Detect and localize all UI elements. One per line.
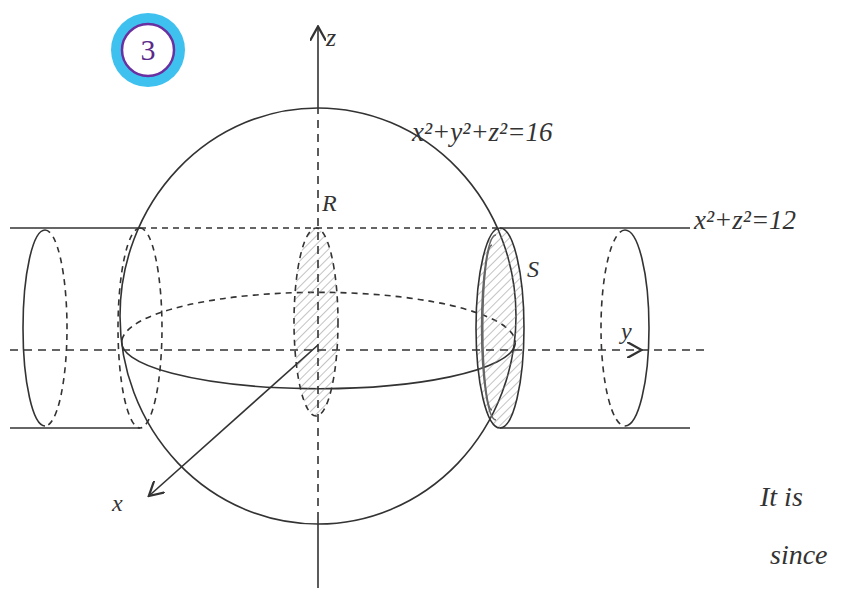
circled-number: 3 (110, 12, 186, 88)
callout-number: 3 (110, 12, 186, 88)
axis-label: x (112, 490, 123, 516)
sphere-equation: x²+y²+z²=16 (412, 118, 552, 148)
cylinder-equation: x²+z²=12 (694, 206, 796, 236)
axis-label: y (621, 318, 632, 344)
axis-label: z (326, 24, 336, 53)
note-text: It is (760, 482, 803, 513)
note-text: since (770, 540, 828, 571)
region-label: R (322, 190, 337, 216)
surface-label: S (527, 256, 539, 282)
